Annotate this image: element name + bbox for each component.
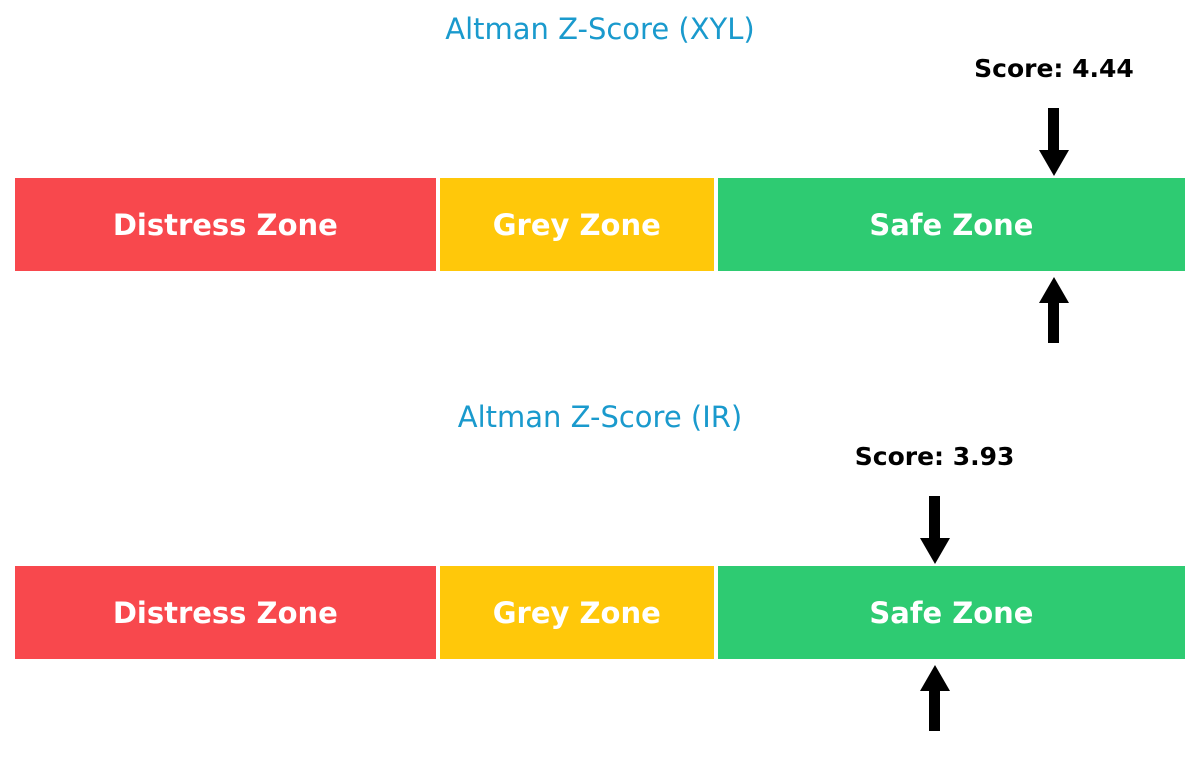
arrow-shaft: [929, 691, 941, 731]
zone-grey: Grey Zone: [439, 178, 714, 271]
chart-title: Altman Z-Score (XYL): [445, 12, 755, 46]
zone-distress: Distress Zone: [15, 566, 436, 659]
arrow-head: [919, 665, 950, 691]
zscore-chart-xyl: Altman Z-Score (XYL) Score: 4.44 Distres…: [0, 0, 1200, 360]
arrow-shaft: [929, 496, 941, 538]
zone-label: Distress Zone: [112, 207, 338, 242]
zone-label: Grey Zone: [492, 595, 661, 630]
zone-label: Safe Zone: [869, 595, 1034, 630]
arrow-up-icon: [1038, 277, 1070, 343]
zone-safe: Safe Zone: [717, 178, 1185, 271]
zone-label: Distress Zone: [112, 595, 338, 630]
zone-label: Safe Zone: [869, 207, 1034, 242]
zone-bar: Distress Zone Grey Zone Safe Zone: [15, 178, 1185, 271]
zone-grey: Grey Zone: [439, 566, 714, 659]
arrow-head: [1038, 277, 1069, 303]
arrow-down-icon: [1038, 108, 1070, 176]
score-label: Score: 3.93: [854, 442, 1015, 471]
arrow-shaft: [1048, 108, 1060, 150]
zscore-chart-ir: Altman Z-Score (IR) Score: 3.93 Distress…: [0, 388, 1200, 748]
zone-bar: Distress Zone Grey Zone Safe Zone: [15, 566, 1185, 659]
score-label: Score: 4.44: [974, 54, 1134, 83]
arrow-head: [1038, 150, 1069, 176]
arrow-head: [919, 538, 950, 564]
chart-title: Altman Z-Score (IR): [457, 400, 743, 434]
arrow-up-icon: [919, 665, 951, 731]
zone-safe: Safe Zone: [717, 566, 1185, 659]
zone-label: Grey Zone: [492, 207, 661, 242]
arrow-down-icon: [919, 496, 951, 564]
arrow-shaft: [1048, 303, 1060, 343]
zone-distress: Distress Zone: [15, 178, 436, 271]
